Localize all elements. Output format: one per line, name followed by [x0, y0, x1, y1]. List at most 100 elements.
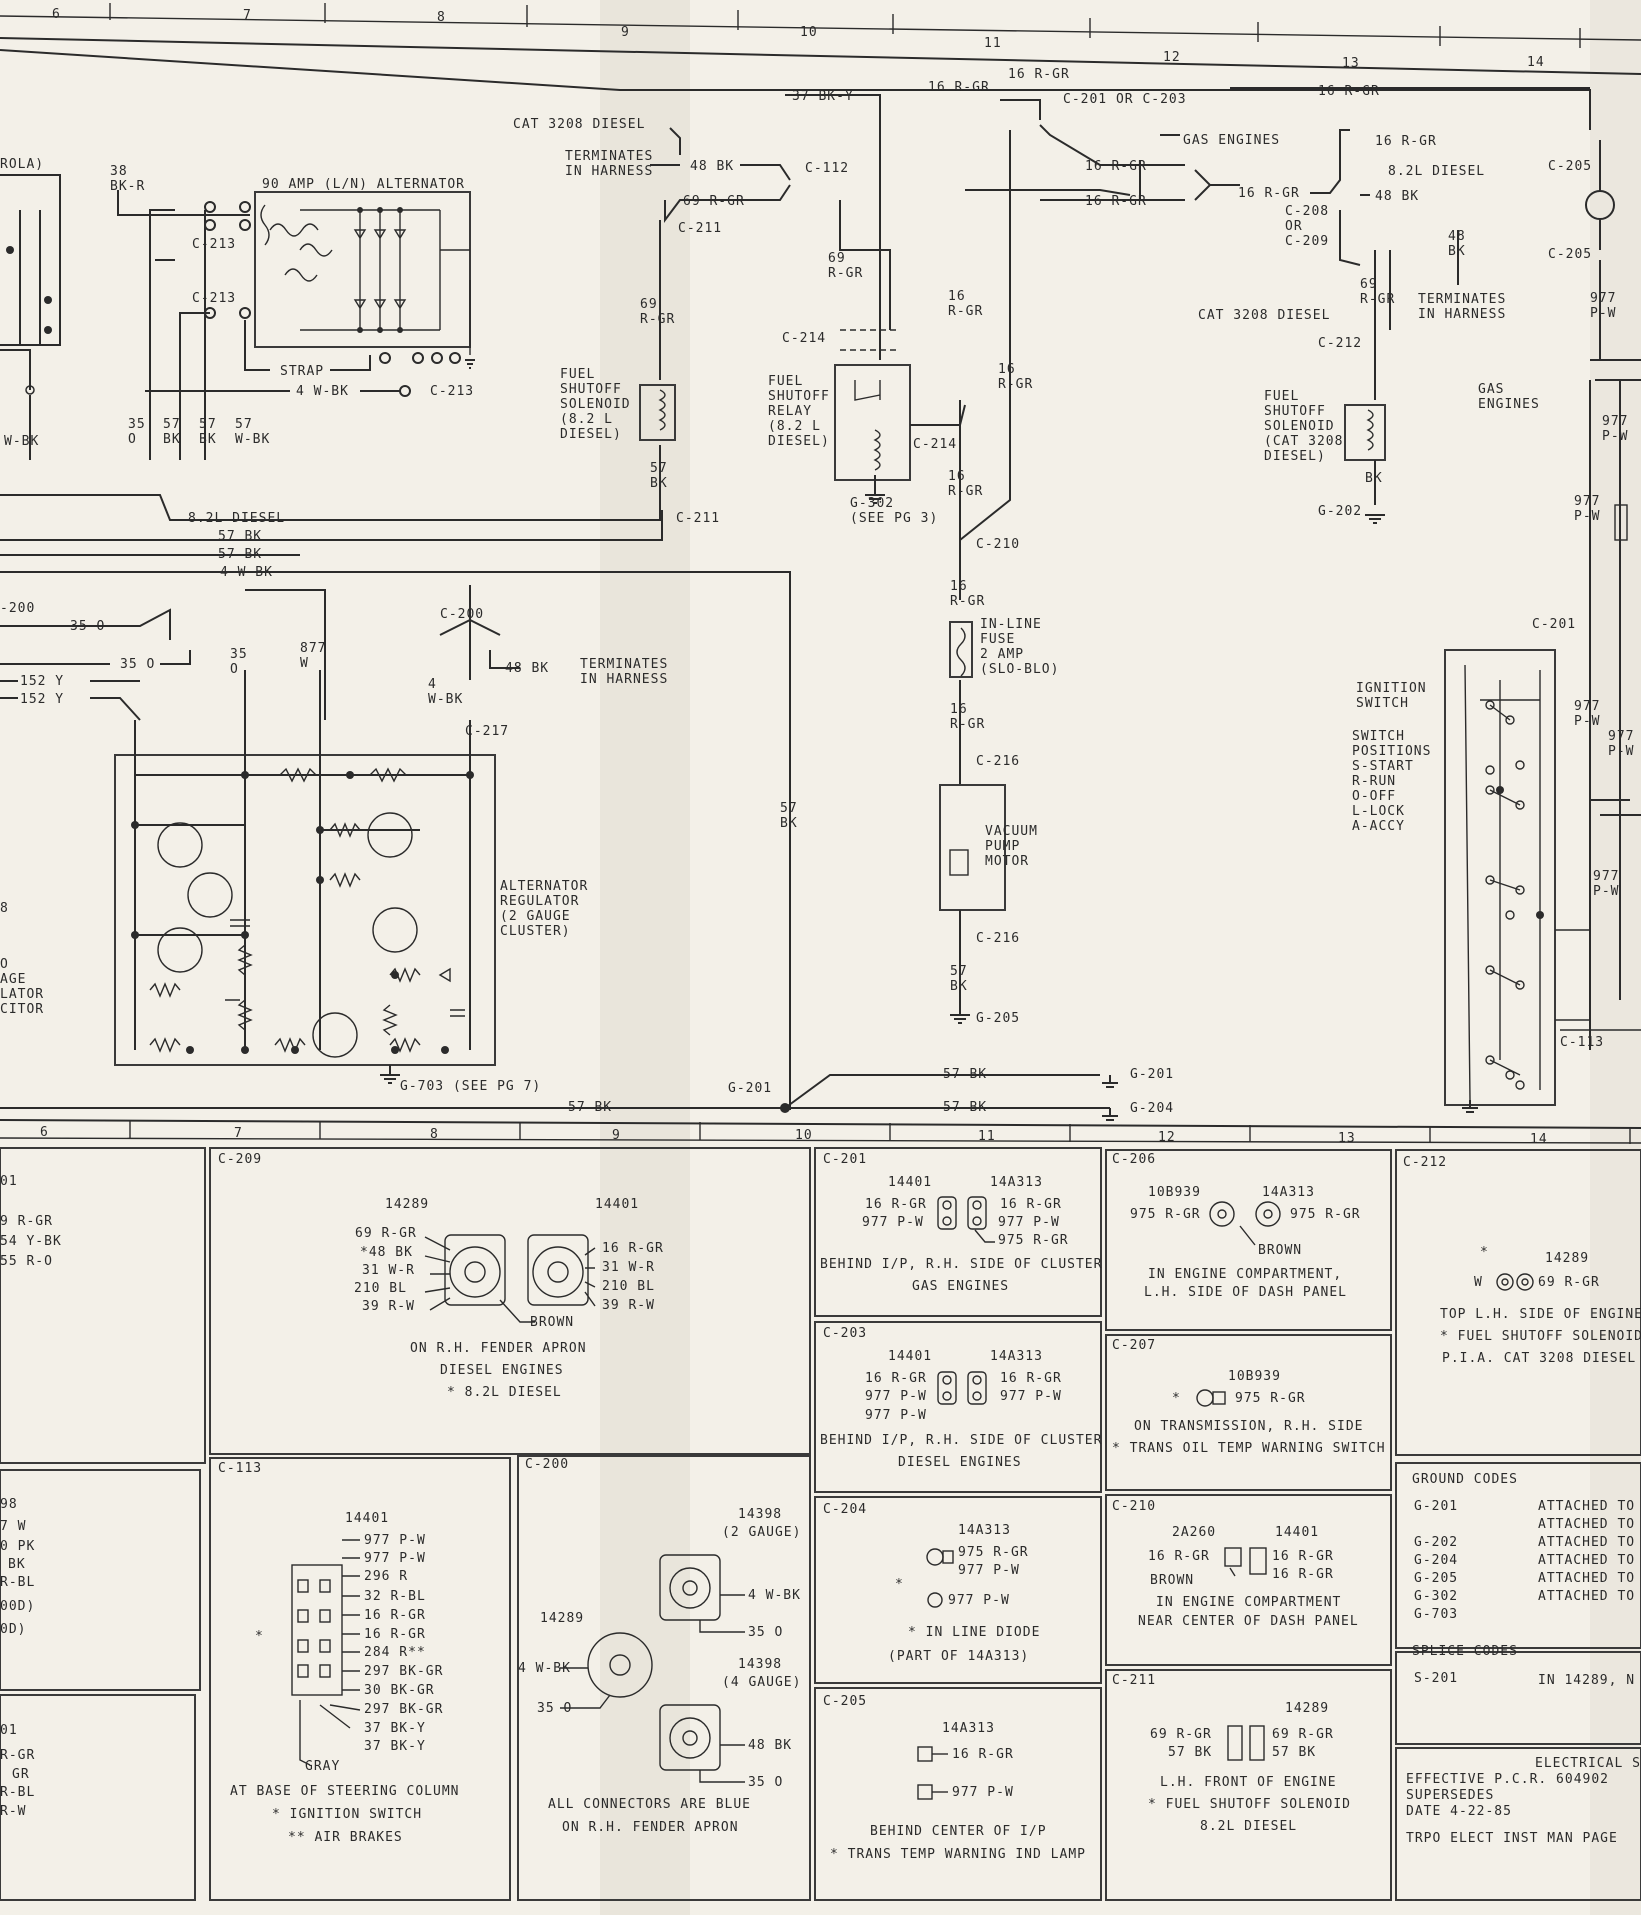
ground-desc-3: ATTACHED TO [1538, 1553, 1635, 1568]
c211-left-1: 57 BK [1168, 1745, 1212, 1760]
c210-part-2: 14401 [1275, 1525, 1319, 1540]
c205-caption-1: * TRANS TEMP WARNING IND LAMP [830, 1847, 1086, 1862]
c213-mid: C-213 [192, 291, 236, 306]
c200-f: 35 O [748, 1775, 783, 1790]
c211-bottom: C-211 [676, 511, 720, 526]
c207-star: * [1172, 1391, 1181, 1406]
leftcol-a-2: 54 Y-BK [0, 1234, 62, 1249]
c200-d: 35 O [537, 1701, 572, 1716]
c205-caption-0: BEHIND CENTER OF I/P [870, 1824, 1047, 1839]
c203-caption-0: BEHIND I/P, R.H. SIDE OF CLUSTER [820, 1433, 1102, 1448]
c216-b: C-216 [976, 931, 1020, 946]
c211-right-0: 69 R-GR [1272, 1727, 1334, 1742]
c210-id: C-210 [1112, 1499, 1156, 1514]
c201-right: C-201 [1532, 617, 1576, 632]
c207-part: 10B939 [1228, 1369, 1281, 1384]
c200-part-2: 14289 [540, 1611, 584, 1626]
leftcol-c-3: R-BL [0, 1785, 35, 1800]
c209-left-1: *48 BK [360, 1245, 413, 1260]
c206-part-1: 10B939 [1148, 1185, 1201, 1200]
wire-48bk-2: 48 BK [1375, 189, 1419, 204]
c204-caption-0: * IN LINE DIODE [908, 1625, 1040, 1640]
c113-wire-list: 977 P-W 977 P-W 296 R 32 R-BL 16 R-GR 16… [364, 1533, 442, 1754]
c113-id: C-113 [218, 1461, 262, 1476]
c203-id: C-203 [823, 1326, 867, 1341]
c209-part-1: 14289 [385, 1197, 429, 1212]
wire-16rgr-c: 16 R-GR [1238, 186, 1300, 201]
ruler-top-11: 11 [984, 36, 1002, 51]
strap-label: STRAP [280, 364, 324, 379]
footer-line-2: DATE 4-22-85 [1406, 1804, 1512, 1819]
c212-right: 69 R-GR [1538, 1275, 1600, 1290]
c205-right-0: 16 R-GR [952, 1747, 1014, 1762]
cat-3208-label: CAT 3208 DIESEL [513, 117, 645, 132]
c203-caption-1: DIESEL ENGINES [898, 1455, 1022, 1470]
c210-right-0: 16 R-GR [1272, 1549, 1334, 1564]
leftcol-a-1: 9 R-GR [0, 1214, 53, 1229]
c200-caption-0: ALL CONNECTORS ARE BLUE [548, 1797, 751, 1812]
c201-or-c203-label: C-201 OR C-203 [1063, 92, 1187, 107]
c205-a: C-205 [1548, 159, 1592, 174]
c206-caption-0: IN ENGINE COMPARTMENT, [1148, 1267, 1342, 1282]
ruler-mid-14: 14 [1530, 1132, 1548, 1147]
c209-left-0: 69 R-GR [355, 1226, 417, 1241]
c113-wire-6: 284 R** [364, 1645, 426, 1660]
c113-wire-4: 16 R-GR [364, 1608, 426, 1623]
c113-wire-11: 37 BK-Y [364, 1739, 426, 1754]
c205-part: 14A313 [942, 1721, 995, 1736]
ground-code-1: G-202 [1414, 1535, 1458, 1550]
wire-16rgr-a: 16 R-GR [1085, 159, 1147, 174]
wire-48bk-3: 48 BK [505, 661, 549, 676]
ruler-top-9: 9 [621, 25, 630, 40]
c113-caption-2: ** AIR BRAKES [288, 1830, 403, 1845]
c207-connector-icon [1196, 1389, 1226, 1407]
c209-right-1: 31 W-R [602, 1260, 655, 1275]
wire-48bk-1: 48 BK [690, 159, 734, 174]
c207-id: C-207 [1112, 1338, 1156, 1353]
c204-caption-1: (PART OF 14A313) [888, 1649, 1029, 1664]
c203-left-0: 16 R-GR [865, 1371, 927, 1386]
g205-label: G-205 [976, 1011, 1020, 1026]
g201-ground: G-201 [1130, 1067, 1174, 1082]
footer-title: ELECTRICAL SY [1535, 1756, 1641, 1771]
c212-part: 14289 [1545, 1251, 1589, 1266]
c207-caption-1: * TRANS OIL TEMP WARNING SWITCH [1112, 1441, 1386, 1456]
ruler-top-6: 6 [52, 7, 61, 22]
c209-right-0: 16 R-GR [602, 1241, 664, 1256]
c204-part: 14A313 [958, 1523, 1011, 1538]
c207-right: 975 R-GR [1235, 1391, 1306, 1406]
ruler-mid-6: 6 [40, 1125, 49, 1140]
c203-part-1: 14401 [888, 1349, 932, 1364]
c201-part-1: 14401 [888, 1175, 932, 1190]
c209-left-4: 39 R-W [362, 1299, 415, 1314]
c209-caption-2: * 8.2L DIESEL [447, 1385, 562, 1400]
leftcol-b-6: 0D) [0, 1622, 26, 1637]
c214-a: C-214 [782, 331, 826, 346]
rola-label: ROLA) [0, 157, 44, 172]
c206-right: 975 R-GR [1290, 1207, 1361, 1222]
g201-label: G-201 [728, 1081, 772, 1096]
c209-right-list: 16 R-GR 31 W-R 210 BL 39 R-W [602, 1241, 664, 1313]
c211-connector-icon [1227, 1725, 1265, 1761]
wire-4wbk: 4 W-BK [296, 384, 349, 399]
c209-left-list: 69 R-GR *48 BK 31 W-R 210 BL 39 R-W [354, 1226, 417, 1314]
leftcol-a-3: 55 R-O [0, 1254, 53, 1269]
c204-diode-icon [926, 1548, 954, 1608]
c216-a: C-216 [976, 754, 1020, 769]
wire-69rgr: 69 R-GR [683, 194, 745, 209]
splice-desc-0: IN 14289, N [1538, 1673, 1635, 1688]
ground-desc-0: ATTACHED TO [1538, 1499, 1635, 1514]
c209-part-2: 14401 [595, 1197, 639, 1212]
